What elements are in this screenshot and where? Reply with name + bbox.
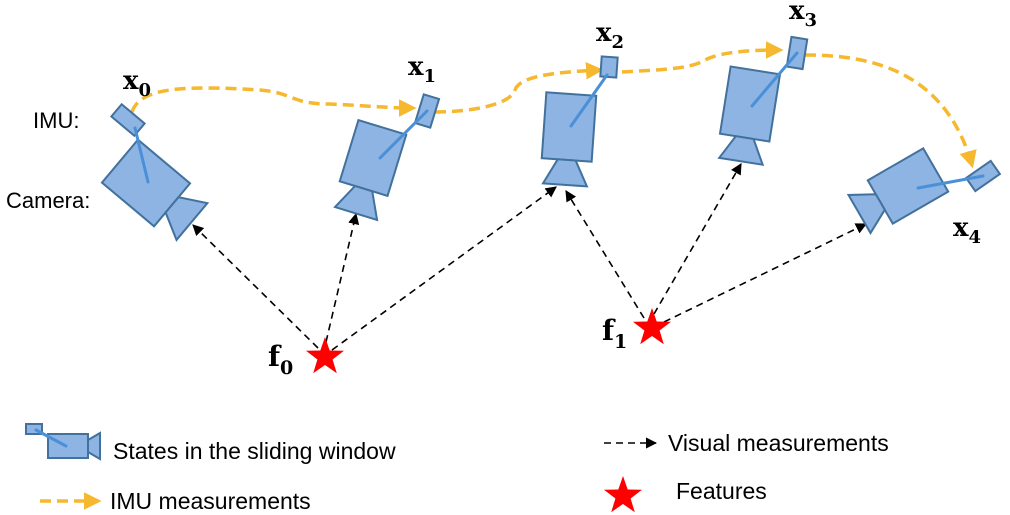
camera-imu-state-x4 [846,146,1002,236]
visual-measurement-arrow [565,190,645,319]
legend-feature-star [604,476,642,513]
camera-imu-state-x0 [100,102,210,242]
camera-imu-state-x2 [540,55,619,188]
legend: States in the sliding window IMU measure… [25,423,889,514]
imu-measurement-path [804,53,977,169]
state-label-x2: x2 [596,18,624,53]
visual-measurement-arrow [331,186,557,351]
visual-measurement-arrow [653,163,742,315]
legend-visual-label: Visual measurements [668,430,889,456]
feature-star-f0 [306,337,344,374]
legend-camera-icon [25,423,101,461]
state-label-x3: x3 [789,0,817,31]
camera-row-label: Camera: [6,188,90,213]
legend-states-label: States in the sliding window [113,438,396,464]
visual-measurement-arrow [325,212,360,343]
visual-measurement-arrow [663,223,868,323]
visual-measurement-arrow [192,224,319,349]
imu-measurement-path [621,41,784,74]
camera-imu-state-x1 [333,93,441,222]
feature-star-f1 [633,308,671,345]
imu-measurement-path [130,86,417,117]
legend-features-label: Features [676,478,767,504]
state-label-x1: x1 [408,52,436,87]
state-label-x0: x0 [123,66,151,101]
feature-label-f0: f0 [268,340,293,379]
imu-row-label: IMU: [33,108,79,133]
feature-label-f1: f1 [602,314,627,353]
legend-imu-label: IMU measurements [110,488,311,514]
imu-measurement-path [434,61,604,114]
camera-imu-state-x3 [717,35,809,166]
state-label-x4: x4 [953,213,981,248]
